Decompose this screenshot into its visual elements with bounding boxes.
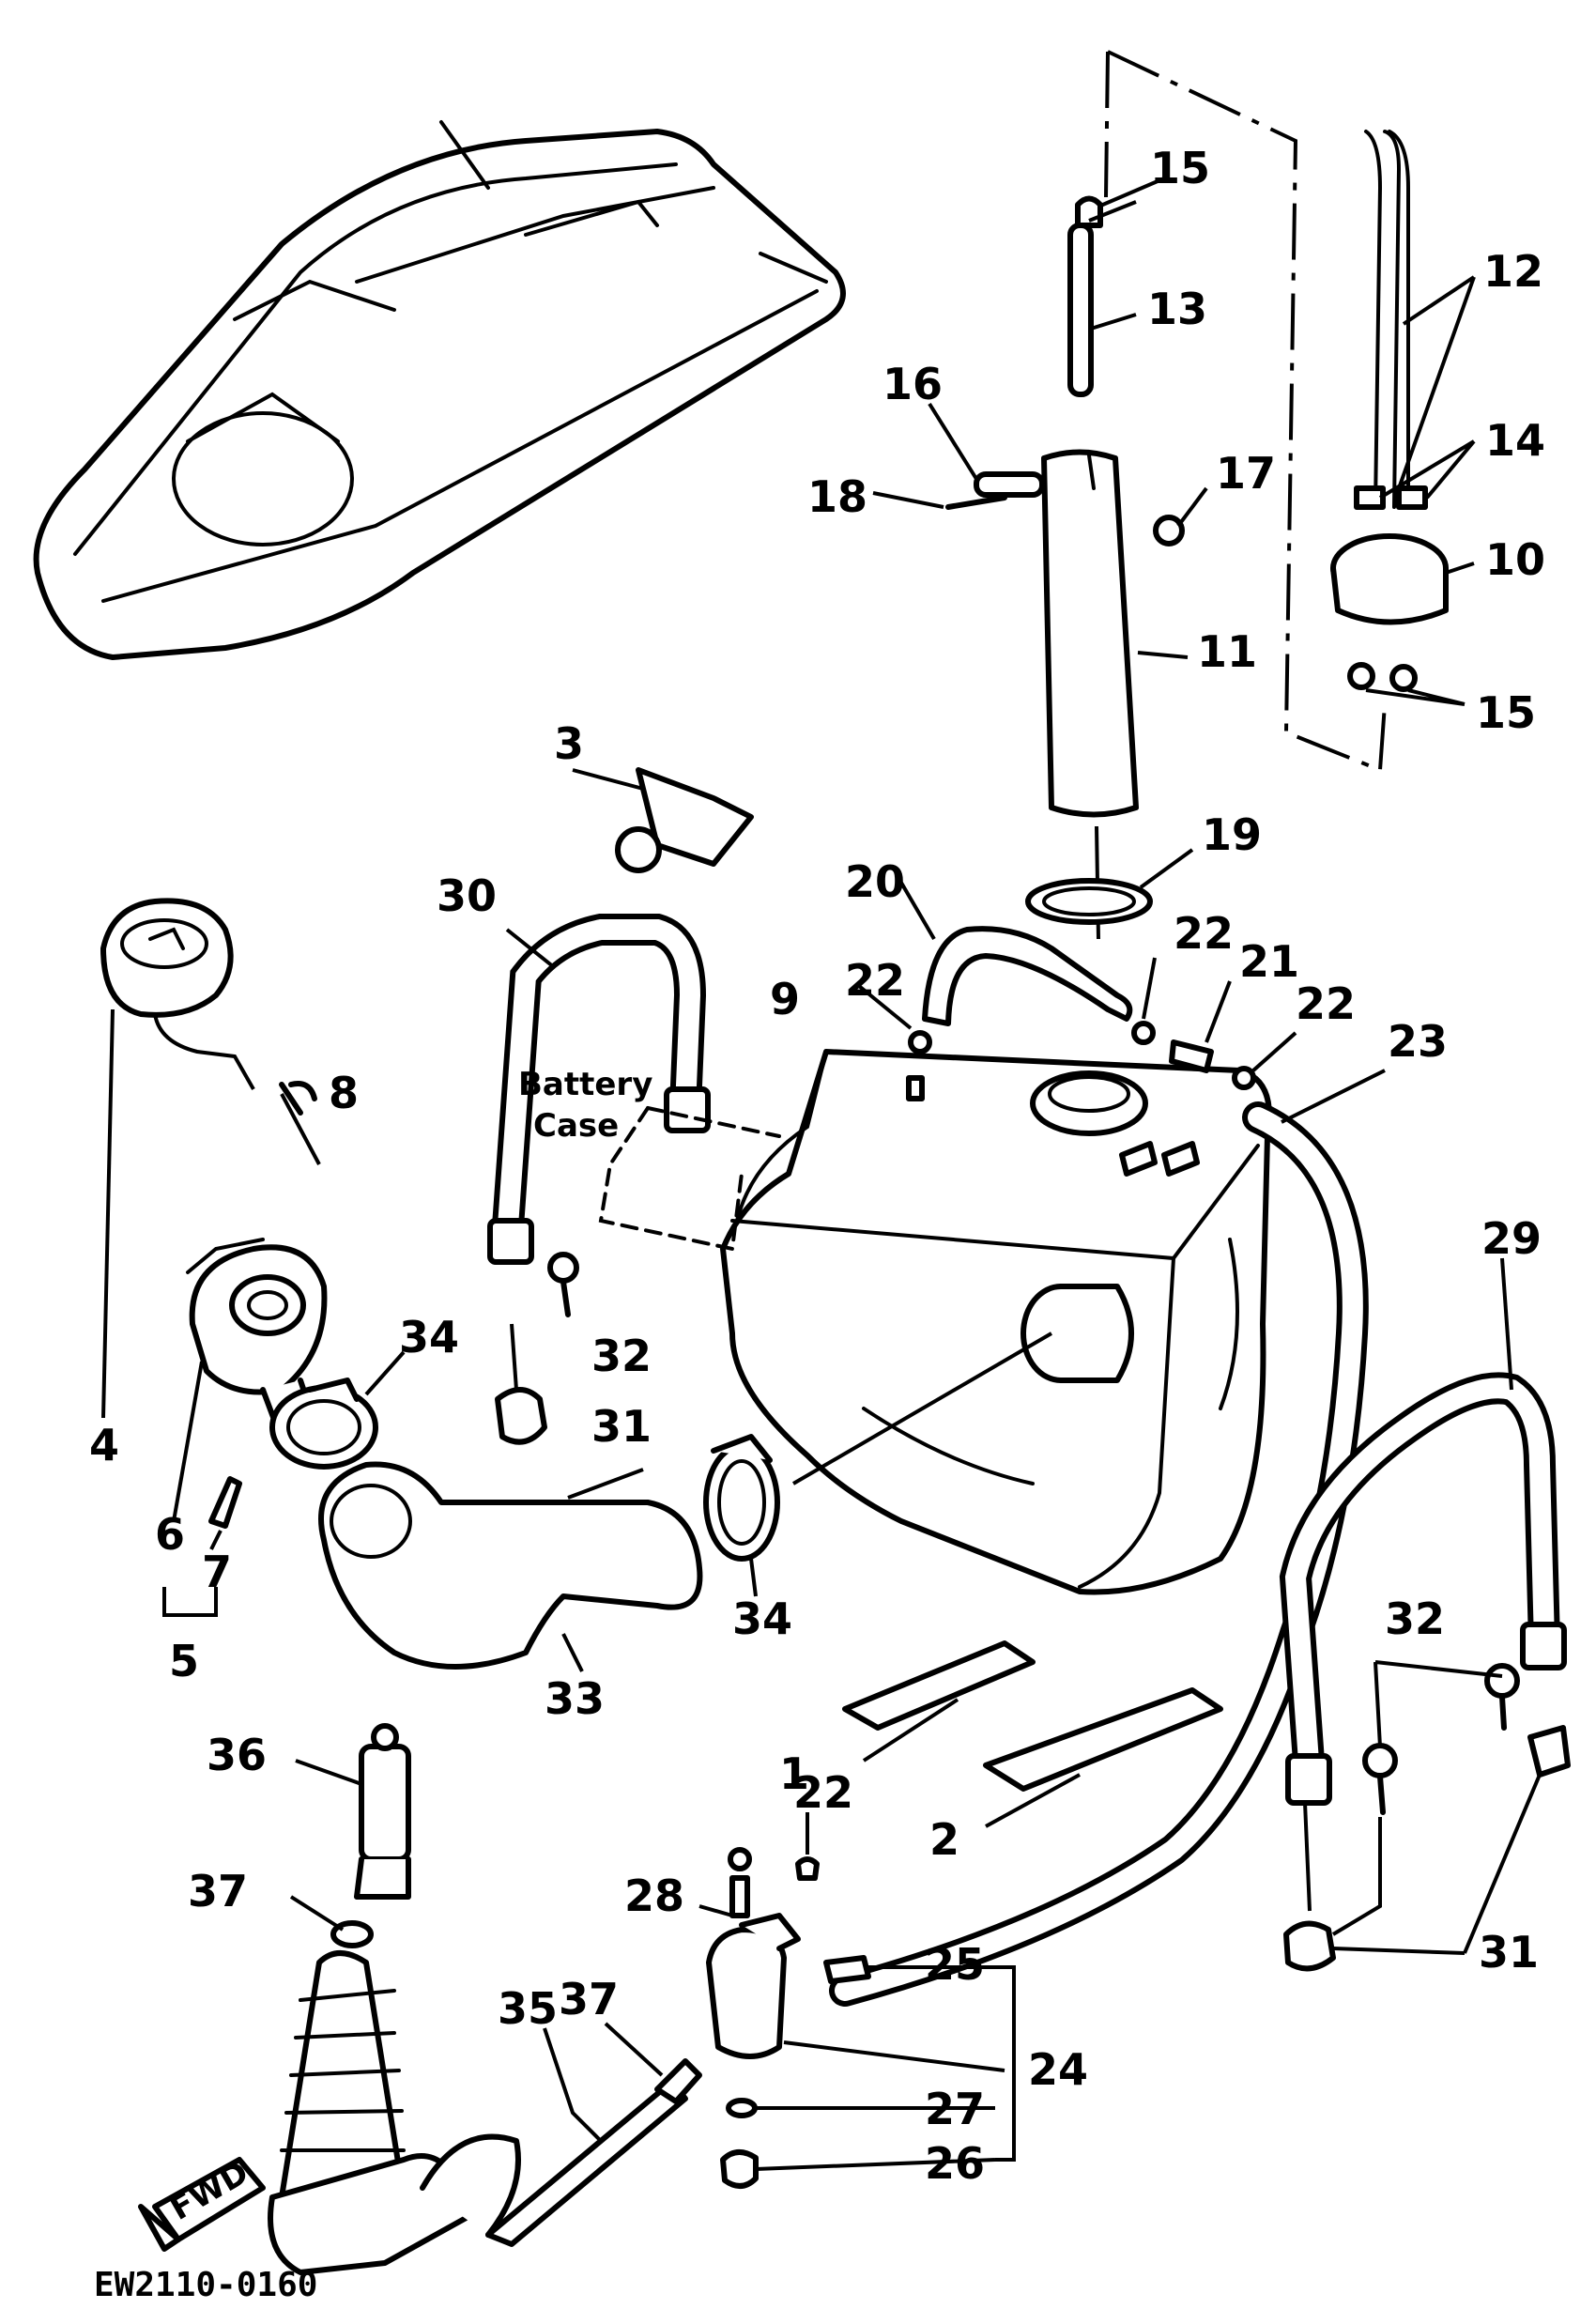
part-9-fuel-tank [720, 1049, 1272, 1595]
callout-3: 3 [554, 718, 584, 769]
callout-33: 33 [545, 1673, 605, 1724]
part-33-elbow-hose [318, 1461, 703, 1670]
part-34-clamp-right [703, 1332, 1053, 1562]
callout-37: 37 [188, 1866, 248, 1916]
callout-31b: 31 [1479, 1927, 1539, 1978]
callout-7: 7 [202, 1547, 232, 1597]
callout-24: 24 [1028, 2044, 1088, 2095]
part-34-clamp-left [269, 1378, 378, 1470]
callout-31: 31 [591, 1401, 652, 1452]
part-31-32-fasteners-left [495, 1252, 579, 1445]
callout-35: 35 [498, 1983, 558, 2034]
callout-17: 17 [1216, 448, 1276, 499]
part-36-damper [330, 1723, 411, 1948]
part-2-pad [983, 1687, 1223, 1792]
part-20-hose [908, 926, 1256, 1090]
callout-37b: 37 [559, 1974, 619, 2024]
callout-22: 22 [1174, 908, 1234, 959]
callout-22d: 22 [793, 1767, 853, 1818]
case-label: Case [533, 1107, 619, 1145]
part-24-fuel-filter [706, 1847, 871, 2189]
callout-5: 5 [169, 1636, 199, 1686]
callout-11: 11 [1197, 626, 1257, 677]
callout-10: 10 [1485, 534, 1545, 585]
part-3-bracket [615, 767, 754, 873]
callout-15b: 15 [1476, 687, 1536, 738]
callout-19: 19 [1202, 809, 1262, 860]
callout-32: 32 [591, 1331, 652, 1381]
diagram-code: EW2110-0160 [94, 2266, 317, 2304]
callout-12: 12 [1483, 246, 1543, 297]
battery-label: Battery [518, 1066, 652, 1103]
callout-9: 9 [770, 974, 800, 1024]
callout-2: 2 [929, 1814, 959, 1865]
callout-1: 1 [779, 1748, 809, 1799]
callout-numbers: 15 13 12 16 17 18 14 10 11 15 3 19 20 30… [89, 143, 1545, 2189]
callout-30: 30 [437, 870, 497, 921]
part-29-strap [1279, 1372, 1571, 1972]
callout-18: 18 [807, 471, 867, 522]
part-4-fuel-cap [100, 898, 234, 1018]
callout-14: 14 [1485, 415, 1545, 466]
part-11-filler-tube [945, 195, 1185, 818]
callout-25: 25 [925, 1939, 985, 1990]
callout-34b: 34 [732, 1593, 792, 1644]
callout-6: 6 [155, 1509, 185, 1560]
callout-13: 13 [1147, 284, 1207, 334]
callout-36: 36 [207, 1730, 267, 1780]
callout-21: 21 [1239, 936, 1299, 987]
callout-23: 23 [1388, 1016, 1448, 1067]
callout-34: 34 [399, 1312, 459, 1362]
callout-8: 8 [329, 1068, 359, 1118]
part-10-vent-unit [1330, 130, 1449, 692]
callout-27: 27 [925, 2084, 985, 2134]
part-19-clamp [1025, 878, 1153, 925]
callout-29: 29 [1481, 1213, 1542, 1264]
callout-16: 16 [882, 359, 943, 409]
leader-lines [101, 177, 1542, 2171]
callout-15: 15 [1150, 143, 1210, 193]
part-1-pad [842, 1640, 1036, 1731]
callout-26: 26 [925, 2138, 985, 2189]
callout-20: 20 [845, 856, 905, 907]
part-30-strap [487, 914, 711, 1265]
battery-case: Battery Case [518, 1066, 781, 1252]
callout-4: 4 [89, 1420, 119, 1470]
callout-28: 28 [624, 1870, 684, 1921]
watercraft-hull [33, 120, 846, 660]
callout-22b: 22 [845, 955, 905, 1006]
callout-32b: 32 [1385, 1593, 1445, 1644]
callout-22c: 22 [1296, 978, 1356, 1029]
